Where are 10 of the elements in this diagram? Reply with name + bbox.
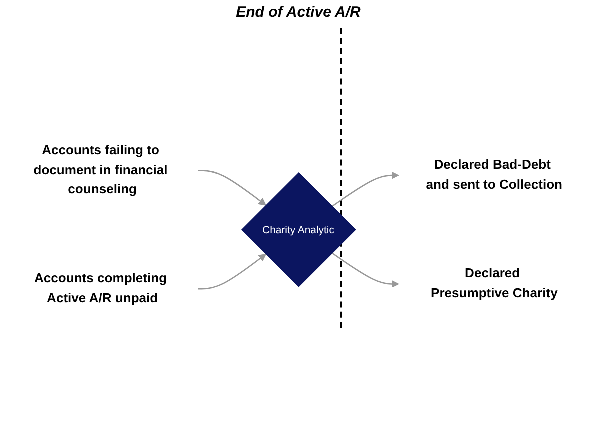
arrow <box>198 170 266 206</box>
arrow <box>332 252 400 288</box>
node-text: Declared Bad-Debt and sent to Collection <box>426 158 563 192</box>
arrow <box>198 254 266 290</box>
node-text: Declared Presumptive Charity <box>430 266 558 301</box>
node-text: Accounts completing Active A/R unpaid <box>34 271 168 306</box>
node-diamond: Charity Analytic <box>242 172 356 288</box>
boundary-label: End of Active A/R <box>236 4 361 21</box>
arrow <box>332 172 400 208</box>
node-text: Accounts failing to document in financial counseling <box>34 143 168 197</box>
